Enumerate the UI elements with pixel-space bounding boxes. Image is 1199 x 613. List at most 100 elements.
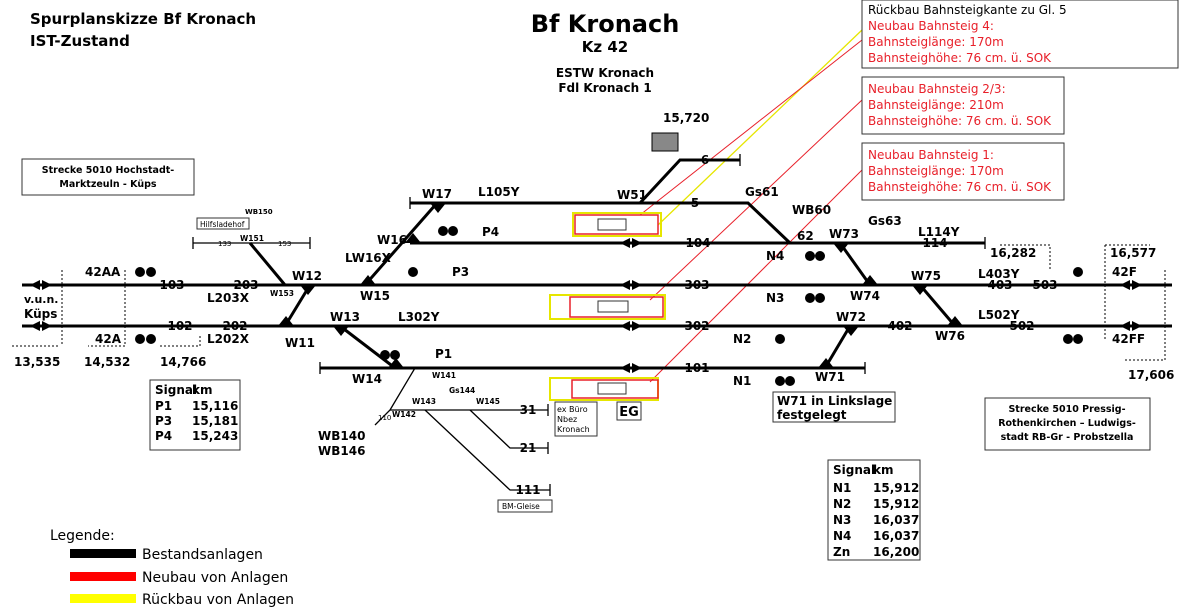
switch-label: W72 [836,310,866,324]
svg-text:Bahnsteiglänge: 170m: Bahnsteiglänge: 170m [868,164,1004,178]
svg-text:Bahnsteighöhe: 76 cm. ü. SOK: Bahnsteighöhe: 76 cm. ü. SOK [868,114,1052,128]
svg-text:stadt RB-Gr - Probstzella: stadt RB-Gr - Probstzella [1001,432,1134,443]
track-label: 503 [1032,278,1057,292]
svg-text:Signal: Signal [155,383,197,397]
signal-label: WB150 [245,208,273,216]
legend-title: Legende: [50,528,115,544]
signal-table-right: Signal km N1 15,912 N2 15,912 N3 16,037 … [827,459,921,561]
hilfsladehof-label: Hilfsladehof [200,220,245,229]
track-label: 402 [887,319,912,333]
signal-label: L202X [207,332,250,346]
svg-text:Strecke 5010 Pressig-: Strecke 5010 Pressig- [1008,404,1125,415]
track-label: 203 [233,278,258,292]
svg-text:km: km [873,463,893,477]
track-label: 303 [684,278,709,292]
svg-text:W71 in Linkslage: W71 in Linkslage [777,394,892,408]
svg-text:Zn: Zn [833,545,850,559]
switch-label: W143 [412,397,436,406]
track-label: 104 [685,236,710,250]
track-label: 153 [278,240,291,248]
signal-label: 42F [1112,265,1137,279]
switch-label: Gs61 [745,185,779,199]
switch-label: Gs63 [868,214,902,228]
hilfsladehof-box [196,217,250,230]
track-label: 114 [922,236,947,250]
track-label: 202 [222,319,247,333]
svg-text:Neubau Bahnsteig 2/3:: Neubau Bahnsteig 2/3: [868,82,1006,96]
ex-buero-box: ex Büro Nbez Kronach [554,401,598,437]
track-5 [410,201,792,245]
dispatcher-name: Fdl Kronach 1 [558,81,651,95]
track-label: 102 [167,319,192,333]
switch-label: W16 [377,233,407,247]
callout-platform4: Rückbau Bahnsteigkante zu Gl. 5 Neubau B… [861,0,1179,69]
svg-text:festgelegt: festgelegt [777,408,847,422]
legend-item: Rückbau von Anlagen [142,592,294,608]
svg-text:15,243: 15,243 [192,429,238,443]
signal-label: P1 [435,347,452,361]
track-label: 111 [515,483,540,497]
signal-label: N2 [733,332,751,346]
km-label: 16,282 [990,246,1036,260]
signal-label: P3 [452,265,469,279]
line-box-right: Strecke 5010 Pressig- Rothenkirchen – Lu… [984,397,1151,451]
callout-leader-platform1 [649,169,863,383]
svg-text:N2: N2 [833,497,851,511]
svg-text:P1: P1 [155,399,172,413]
signal-label: N1 [733,374,751,388]
track-label: 103 [159,278,184,292]
svg-text:Marktzeuln - Küps: Marktzeuln - Küps [59,179,156,190]
signal-label: L203X [207,291,250,305]
svg-text:km: km [192,383,212,397]
svg-text:Rückbau Bahnsteigkante zu Gl.: Rückbau Bahnsteigkante zu Gl. 5 [868,3,1067,17]
switch-label: W14 [352,372,382,386]
bm-gleise-label: BM-Gleise [502,502,540,511]
signal-label: L302Y [398,310,440,324]
switch-label: W141 [432,371,456,380]
svg-text:Kronach: Kronach [557,425,590,434]
svg-text:N4: N4 [833,529,851,543]
signal-label: WB146 [318,444,365,458]
svg-text:16,037: 16,037 [873,513,919,527]
signal-label: L403Y [978,267,1020,281]
switch-label: W75 [911,269,941,283]
switch-label: W145 [476,397,500,406]
svg-text:Bahnsteighöhe: 76 cm. ü. SOK: Bahnsteighöhe: 76 cm. ü. SOK [868,51,1052,65]
switch-label: W74 [850,289,880,303]
signal-label: P4 [482,225,499,239]
structure-15720 [651,132,679,152]
svg-text:N3: N3 [833,513,851,527]
track-label: 62 [797,229,814,243]
svg-text:Bahnsteighöhe: 76 cm. ü. SOK: Bahnsteighöhe: 76 cm. ü. SOK [868,180,1052,194]
svg-text:P3: P3 [155,414,172,428]
track-label: 31 [520,403,537,417]
track-label: 6 [701,153,709,167]
km-label: 15,720 [663,111,709,125]
svg-text:Signal: Signal [833,463,875,477]
track-label: 110 [378,414,391,422]
km-label: 16,577 [1110,246,1156,260]
kups-label: Küps [24,307,57,321]
signal-label: N4 [766,249,784,263]
legend-swatch-removed [70,594,136,603]
signal-glyphs [135,226,1083,386]
signal-label: 42A [95,332,122,346]
track-label: 502 [1009,319,1034,333]
switch-label: W11 [285,336,315,350]
switch-label: W151 [240,234,264,243]
svg-text:16,200: 16,200 [873,545,919,559]
signal-table-left: Signal km P1 15,116 P3 15,181 P4 15,243 [149,379,241,451]
sketch-state: IST-Zustand [30,32,130,50]
svg-text:15,912: 15,912 [873,497,919,511]
svg-text:Rothenkirchen – Ludwigs-: Rothenkirchen – Ludwigs- [998,418,1136,429]
signal-label: N3 [766,291,784,305]
svg-text:15,181: 15,181 [192,414,238,428]
track-label: 101 [684,361,709,375]
line-box-left: Strecke 5010 Hochstadt- Marktzeuln - Küp… [21,158,195,196]
svg-text:Bahnsteiglänge: 170m: Bahnsteiglänge: 170m [868,35,1004,49]
track-label: 302 [684,319,709,333]
svg-text:Bahnsteiglänge: 210m: Bahnsteiglänge: 210m [868,98,1004,112]
vun-label: v.u.n. [24,293,58,306]
switch-label: W13 [330,310,360,324]
